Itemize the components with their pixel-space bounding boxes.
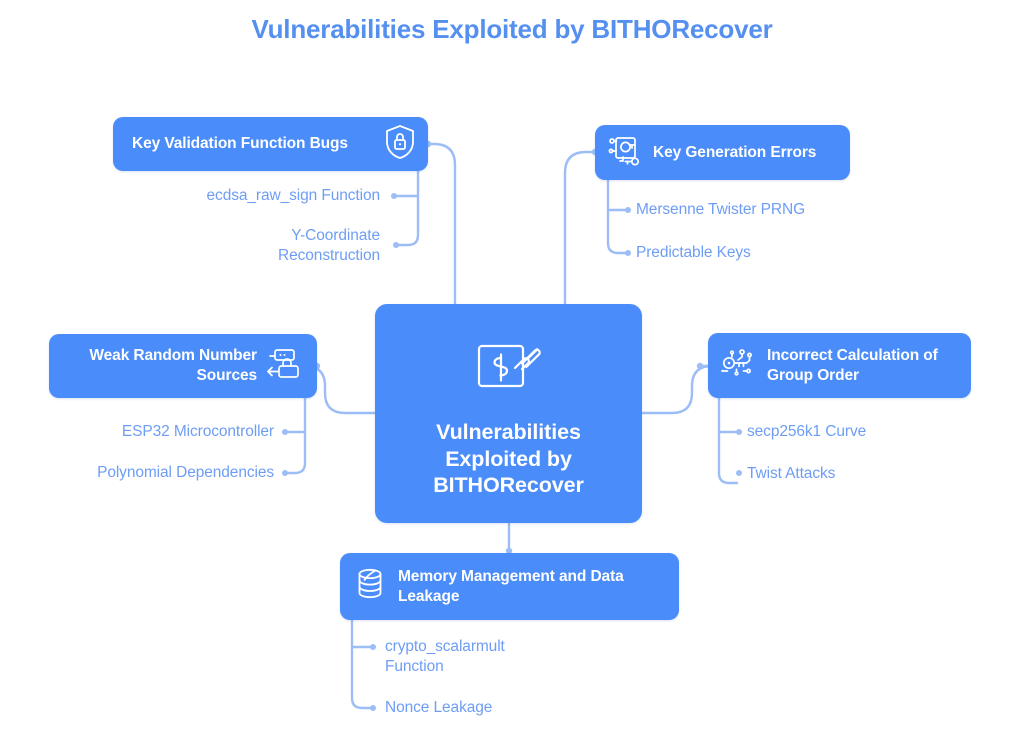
- branch-node-key-validation-function-bugs[interactable]: Key Validation Function Bugs: [113, 117, 428, 171]
- subconnector-mmdl: [350, 618, 373, 710]
- subdot-mmdl-0: [370, 644, 376, 650]
- subdot-wrns-0: [282, 429, 288, 435]
- document-circuit-key-icon: [605, 131, 643, 174]
- subdot-kge-0: [625, 207, 631, 213]
- subdot-icgo-1: [736, 470, 742, 476]
- connector-center-to-icgo: [640, 364, 713, 415]
- subdot-mmdl-1: [370, 705, 376, 711]
- sub-item-polynomial-dependencies: Polynomial Dependencies: [97, 464, 274, 481]
- branch-node-incorrect-calculation-of-group-order[interactable]: Incorrect Calculation of Group Order: [708, 333, 971, 398]
- shield-lock-icon: [384, 124, 416, 165]
- sub-item-crypto-scalarmult-function: crypto_scalarmult Function: [385, 638, 505, 676]
- sub-item-predictable-keys: Predictable Keys: [636, 244, 751, 261]
- subdot-kvfb-0: [391, 193, 397, 199]
- subdot-kvfb-1: [393, 242, 399, 248]
- sub-item-mersenne-twister-prng: Mersenne Twister PRNG: [636, 201, 806, 218]
- connector-center-to-kge: [563, 150, 597, 306]
- branch-node-weak-random-number-sources[interactable]: Weak Random Number Sources: [49, 334, 317, 398]
- subconnector-kge: [606, 178, 628, 255]
- connector-dot-icgo: [696, 362, 704, 370]
- subdot-icgo-0: [736, 429, 742, 435]
- subconnector-wrns: [285, 396, 307, 475]
- sub-item-ecdsa-raw-sign-function: ecdsa_raw_sign Function: [206, 187, 381, 204]
- branch-label-wrns: Weak Random Number Sources: [89, 347, 257, 384]
- branch-node-key-generation-errors[interactable]: Key Generation Errors: [595, 125, 850, 180]
- branch-label-mmdl: Memory Management and Data Leakage: [398, 567, 624, 605]
- sub-item-twist-attacks: Twist Attacks: [747, 465, 836, 482]
- sub-item-esp32-microcontroller: ESP32 Microcontroller: [121, 423, 274, 440]
- subconnector-kvfb: [396, 169, 420, 247]
- branch-label-kge: Key Generation Errors: [653, 143, 817, 161]
- subdot-wrns-1: [282, 470, 288, 476]
- center-node-label: Vulnerabilities Exploited by BITHORecove…: [433, 419, 584, 498]
- subconnector-icgo: [717, 396, 739, 485]
- hand-money-folder-icon: [470, 328, 548, 405]
- subdot-kge-1: [625, 250, 631, 256]
- data-transfer-lock-icon: [265, 345, 305, 388]
- page-title: Vulnerabilities Exploited by BITHORecove…: [251, 14, 773, 44]
- branch-label-icgo: Incorrect Calculation of Group Order: [767, 346, 938, 384]
- circuit-key-icon: [718, 344, 758, 387]
- branch-label-kvfb: Key Validation Function Bugs: [132, 135, 348, 153]
- sub-item-secp256k1-curve: secp256k1 Curve: [747, 423, 867, 440]
- connector-center-to-kvfb: [426, 142, 457, 306]
- branch-node-memory-management-and-data-leakage[interactable]: Memory Management and Data Leakage: [340, 553, 679, 620]
- sub-item-y-coordinate-reconstruction: Y-Coordinate Reconstruction: [278, 227, 380, 265]
- sub-item-nonce-leakage: Nonce Leakage: [385, 699, 493, 716]
- database-icon: [352, 564, 388, 609]
- center-node[interactable]: Vulnerabilities Exploited by BITHORecove…: [375, 304, 642, 523]
